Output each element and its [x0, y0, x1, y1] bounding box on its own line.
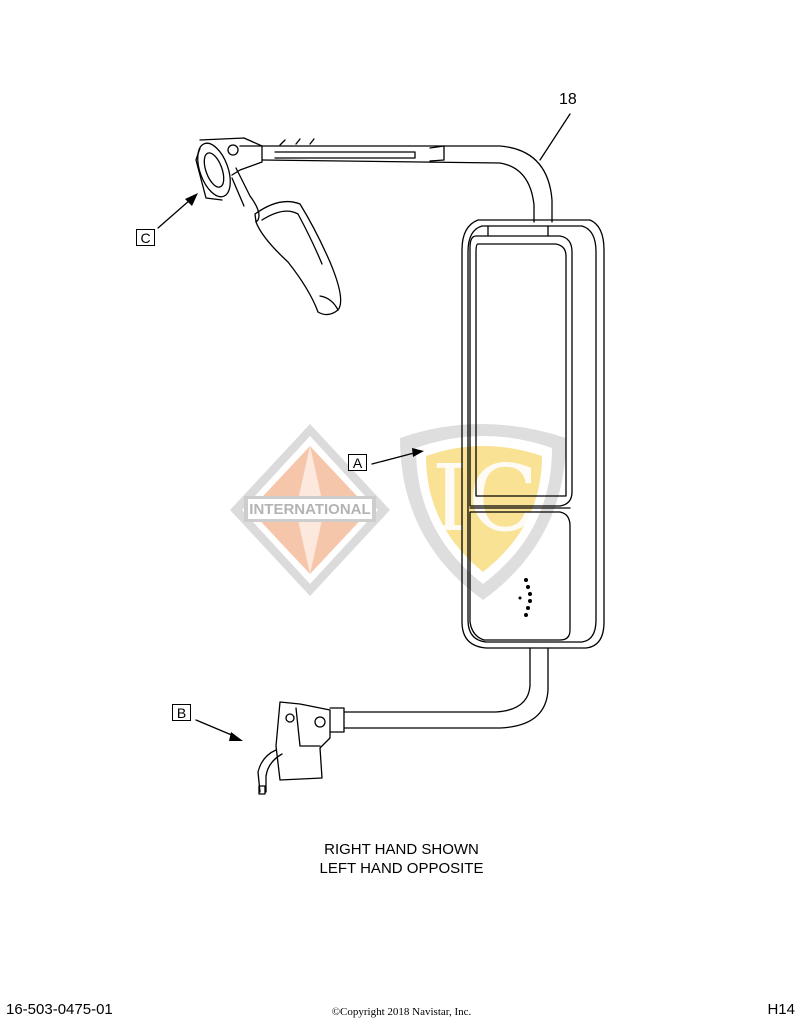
diagram-number: 16-503-0475-01	[6, 1001, 113, 1018]
leader-c	[157, 199, 191, 229]
leader-arrowheads	[185, 193, 424, 741]
callout-c: C	[136, 229, 155, 246]
note-right-hand-shown: RIGHT HAND SHOWN	[324, 841, 479, 858]
ic-watermark-text: IC	[432, 445, 539, 552]
leader-b	[195, 719, 235, 737]
upper-mount-bracket	[195, 137, 342, 316]
lower-mount-bracket	[257, 701, 331, 795]
lower-arm-tube	[329, 647, 549, 733]
mirror-head	[461, 219, 605, 649]
turn-signal-leds	[518, 578, 532, 617]
leader-a	[371, 452, 415, 465]
international-watermark-text: INTERNATIONAL	[249, 501, 370, 518]
leader-18	[539, 113, 571, 161]
international-diamond-logo: INTERNATIONAL	[230, 424, 390, 596]
callout-18: 18	[559, 91, 577, 108]
callout-a: A	[348, 454, 367, 471]
page-code: H14	[767, 1001, 795, 1018]
copyright-text: ©Copyright 2018 Navistar, Inc.	[331, 1006, 472, 1018]
upper-arm-tube	[239, 138, 553, 223]
note-left-hand-opposite: LEFT HAND OPPOSITE	[319, 860, 484, 877]
callout-b: B	[172, 704, 191, 721]
